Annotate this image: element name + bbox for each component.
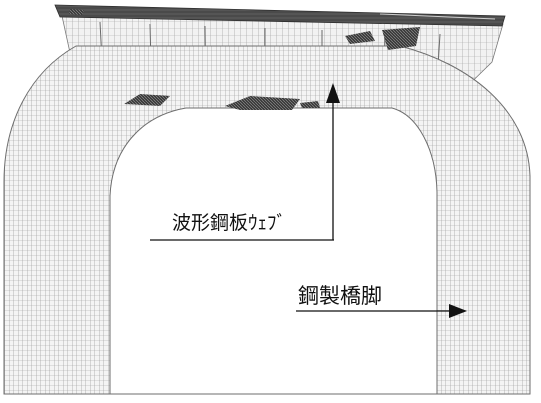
corrugated-web-label: 波形鋼板ｳｪﾌﾞ [172, 212, 286, 234]
web-dark-region [225, 96, 300, 110]
steel-pier-label: 鋼製橋脚 [298, 284, 382, 308]
web-dark-region [69, 9, 84, 15]
web-dark-region [300, 101, 320, 108]
arrowhead-up [326, 83, 340, 103]
web-dark-region [382, 27, 420, 50]
corrugated-web-dark-regions [69, 9, 420, 110]
web-pointer-arrow [150, 83, 340, 241]
web-dark-region [345, 31, 375, 44]
arrowhead-right [449, 304, 467, 318]
web-dark-region [124, 94, 170, 106]
bridge-deck-plate [54, 4, 506, 27]
pier-pointer-arrow [296, 304, 467, 318]
deck-edge-highlight [379, 13, 496, 20]
